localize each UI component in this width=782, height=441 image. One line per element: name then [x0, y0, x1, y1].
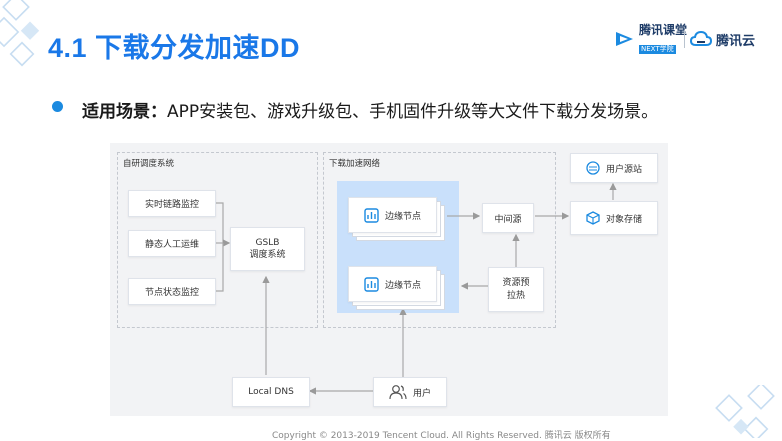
- object-storage-icon: [586, 211, 600, 225]
- gslb-label: GSLB: [255, 238, 280, 248]
- origin-label: 用户源站: [605, 164, 642, 175]
- network-group-box: [323, 152, 556, 328]
- connector-lines: [216, 182, 617, 395]
- user-node: 用户: [373, 377, 447, 407]
- tencent-cloud-logo: 腾讯云: [690, 28, 755, 50]
- edge-node-2-label: 边缘节点: [384, 280, 421, 291]
- edge-node-icon: [364, 276, 379, 292]
- middle-source-node: 中间源: [482, 203, 534, 233]
- bullet-sep: ：: [150, 102, 167, 122]
- logo-subtext: NEXT学院: [639, 44, 676, 54]
- corner-decoration-bottom-right: [715, 385, 775, 438]
- logo-divider: [684, 30, 685, 48]
- prefetch-node: 资源预 拉热: [488, 267, 544, 312]
- copyright-footer: Copyright © 2013-2019 Tencent Cloud. All…: [272, 431, 611, 441]
- monitor-node-realtime-link: 实时链路监控: [128, 190, 216, 217]
- tencent-classroom-logo: 腾讯课堂 NEXT学院: [614, 24, 687, 54]
- edge-node-icon: [364, 207, 379, 223]
- bullet-text: 适用场景：APP安装包、游戏升级包、手机固件升级等大文件下载分发场景。: [82, 97, 658, 122]
- origin-server-icon: [586, 161, 600, 175]
- monitor-node-status: 节点状态监控: [128, 278, 216, 305]
- prefetch-label-2: 拉热: [506, 290, 525, 301]
- origin-node: 用户源站: [570, 153, 658, 183]
- logo-text: 腾讯课堂: [639, 22, 688, 37]
- object-storage-label: 对象存储: [605, 214, 642, 225]
- architecture-diagram: 自研调度系统 下载加速网络: [110, 143, 668, 416]
- play-icon: [616, 32, 633, 46]
- cloud-icon: [690, 31, 712, 46]
- prefetch-label-1: 资源预: [502, 277, 530, 288]
- gslb-sublabel: 调度系统: [249, 250, 286, 260]
- scheduling-group-label: 自研调度系统: [123, 159, 175, 169]
- object-storage-node: 对象存储: [570, 201, 658, 235]
- user-label: 用户: [412, 388, 431, 399]
- local-dns-node: Local DNS: [232, 377, 310, 407]
- page-title: 4.1 下载分发加速DD: [48, 33, 301, 63]
- edge-node-1-label: 边缘节点: [384, 211, 421, 222]
- scheduling-group-box: [117, 152, 318, 328]
- bullet-dot: [52, 101, 63, 112]
- edge-node-2: 边缘节点: [348, 266, 437, 302]
- users-icon: [389, 385, 407, 400]
- corner-decoration-top-left: [0, 0, 40, 67]
- network-group-label: 下载加速网络: [329, 159, 381, 169]
- logo-cloud-text: 腾讯云: [716, 33, 756, 49]
- bullet-key: 适用场景: [82, 102, 150, 122]
- edge-node-1: 边缘节点: [348, 197, 437, 233]
- gslb-node: GSLB 调度系统: [230, 227, 305, 271]
- monitor-node-static-ops: 静态人工运维: [128, 230, 216, 257]
- bullet-body: APP安装包、游戏升级包、手机固件升级等大文件下载分发场景。: [167, 102, 659, 122]
